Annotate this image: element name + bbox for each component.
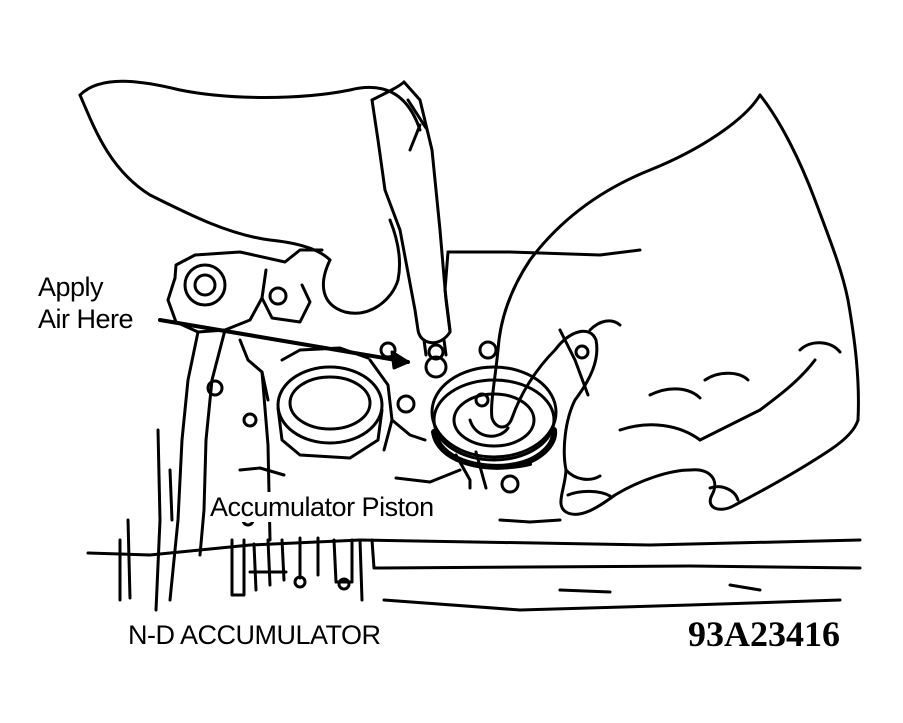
figure-number: 93A23416 <box>688 614 840 654</box>
callout-apply-air-line2: Air Here <box>38 304 134 334</box>
callout-apply-air-line1: Apply <box>38 272 104 302</box>
right-hand <box>490 93 860 516</box>
figure-caption: N-D ACCUMULATOR <box>128 620 381 650</box>
left-hand-with-air-gun <box>78 79 452 357</box>
apply-air-arrow <box>158 318 410 370</box>
callout-accumulator-piston: Accumulator Piston <box>210 492 434 522</box>
